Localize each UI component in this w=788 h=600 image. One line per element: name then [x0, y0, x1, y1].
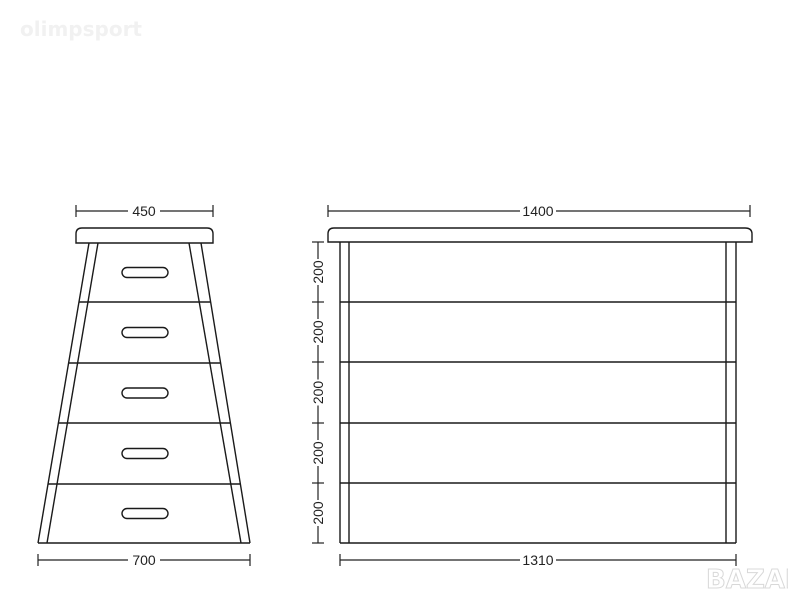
dim-label-section-height: 200 — [310, 320, 326, 344]
dim-label-front-bottom: 1310 — [522, 552, 553, 568]
handle-slot-icon — [121, 266, 169, 279]
handle-slot-icon — [121, 326, 169, 339]
watermark-text: olimpsport — [20, 17, 142, 41]
dim-label-front-top: 1400 — [522, 203, 553, 219]
bazar-logo-text: BAZAR — [706, 565, 788, 595]
dim-label-section-height: 200 — [310, 260, 326, 284]
dim-label-side-bottom: 700 — [132, 552, 156, 568]
side-right-leg-inner — [188, 242, 242, 544]
front-top-cap — [327, 227, 753, 243]
dim-label-section-height: 200 — [310, 501, 326, 525]
side-top-cap — [75, 227, 214, 244]
handle-slot-icon — [121, 507, 169, 520]
dim-label-section-height: 200 — [310, 441, 326, 465]
handle-slot-icon — [121, 447, 169, 460]
dim-label-section-height: 200 — [310, 381, 326, 405]
bazar-logo: BAZAR — [706, 565, 788, 596]
handle-slot-icon — [121, 387, 169, 399]
dim-label-side-top: 450 — [132, 203, 156, 219]
front-view: 1400 1310 200 200 200 200 200 — [310, 203, 753, 568]
side-left-leg-outer — [37, 242, 90, 544]
side-right-leg-outer — [200, 242, 251, 544]
side-view: 450 700 — [37, 203, 251, 568]
side-left-leg-inner — [46, 242, 99, 544]
